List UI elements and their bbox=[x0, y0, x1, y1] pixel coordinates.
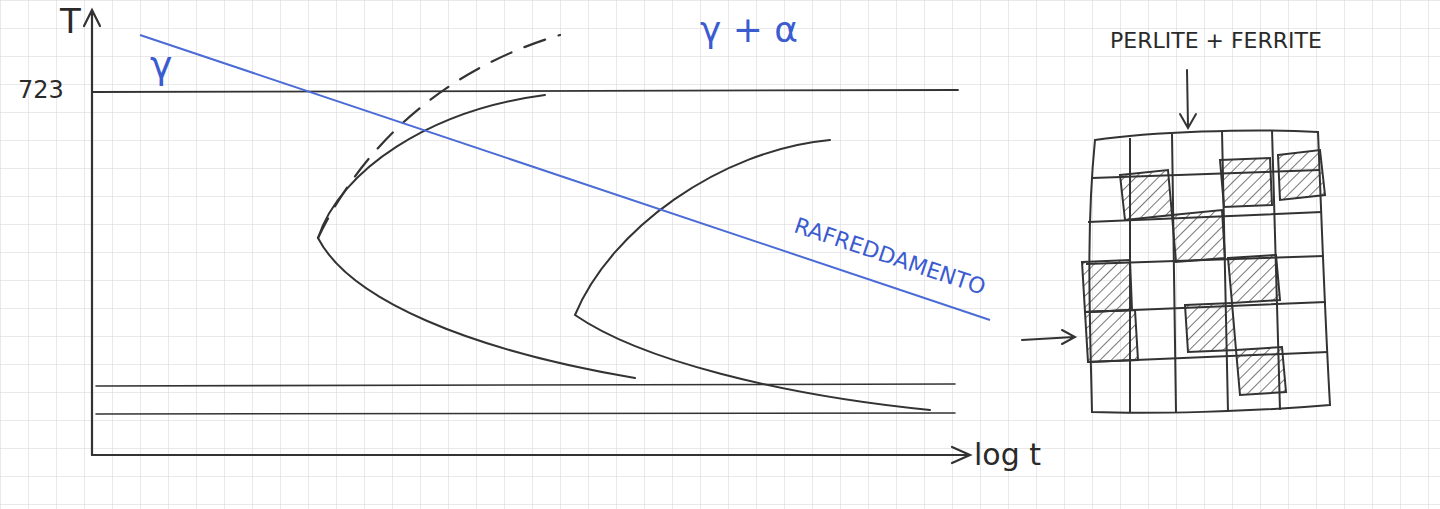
axis-label: T bbox=[60, 4, 81, 38]
microstructure-grains bbox=[1082, 130, 1330, 413]
axis-label: log t bbox=[974, 440, 1041, 470]
phase-label: γ bbox=[150, 46, 173, 84]
cooling-line bbox=[140, 35, 990, 320]
temperature-value: 723 bbox=[18, 78, 64, 102]
phase-label: γ + α bbox=[700, 12, 798, 48]
c-curves bbox=[318, 35, 930, 410]
structure-label: PERLITE + FERRITE bbox=[1110, 30, 1322, 52]
microstructure-arrows bbox=[1022, 70, 1196, 344]
